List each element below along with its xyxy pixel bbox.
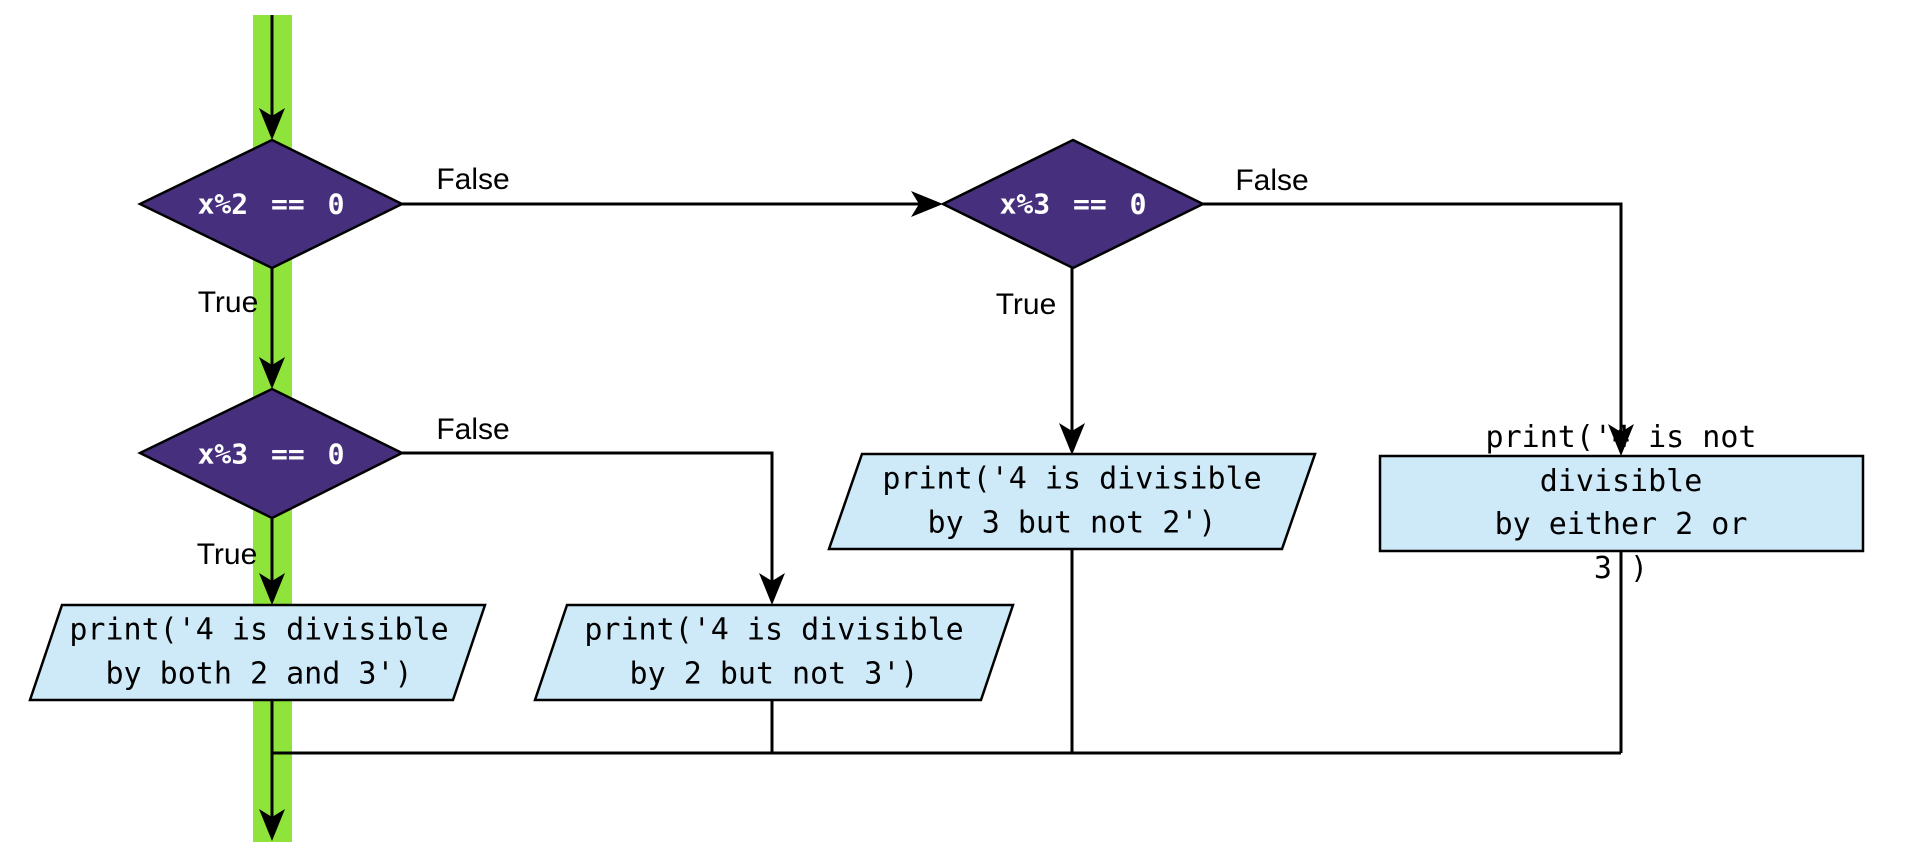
output1-label: print('4 is divisible by both 2 and 3') xyxy=(69,612,449,692)
arrowhead-into-decision1 xyxy=(259,108,285,140)
arrowhead-into-decision3 xyxy=(911,191,943,217)
decision3-label: x%3 == 0 xyxy=(999,187,1147,221)
output4-node-shape xyxy=(1378,454,1865,553)
decision2-label: x%3 == 0 xyxy=(197,437,345,471)
arrowhead-into-output4 xyxy=(1608,424,1634,456)
decision1-label: x%2 == 0 xyxy=(197,187,345,221)
edge-decision2-output2 xyxy=(402,451,774,587)
edge-decision3-output4 xyxy=(1203,202,1623,438)
edge-label-decision2-false: False xyxy=(436,413,510,446)
edge-label-decision3-true: True xyxy=(995,288,1057,321)
decision2-node-shape xyxy=(137,387,405,520)
arrowhead-exit xyxy=(259,809,285,841)
output1-node-shape xyxy=(28,603,487,702)
edge-label-decision3-false: False xyxy=(1235,164,1309,197)
edge-label-decision1-true: True xyxy=(197,286,259,319)
output4-label: print('4 is not divisible by either 2 or… xyxy=(1485,420,1757,586)
edge-label-decision2-true: True xyxy=(196,538,258,571)
output2-node-shape xyxy=(533,603,1015,702)
decision3-node-shape xyxy=(940,138,1206,270)
output3-node-shape xyxy=(827,452,1317,551)
decision1-node-shape xyxy=(137,138,405,270)
edge-label-decision1-false: False xyxy=(436,163,510,196)
arrowhead-into-output1 xyxy=(259,573,285,605)
arrowhead-into-output2 xyxy=(759,573,785,605)
arrowhead-into-decision2 xyxy=(259,357,285,389)
output2-label: print('4 is divisible by 2 but not 3') xyxy=(584,612,964,692)
arrowhead-into-output3 xyxy=(1059,423,1085,455)
output3-label: print('4 is divisible by 3 but not 2') xyxy=(882,461,1262,541)
